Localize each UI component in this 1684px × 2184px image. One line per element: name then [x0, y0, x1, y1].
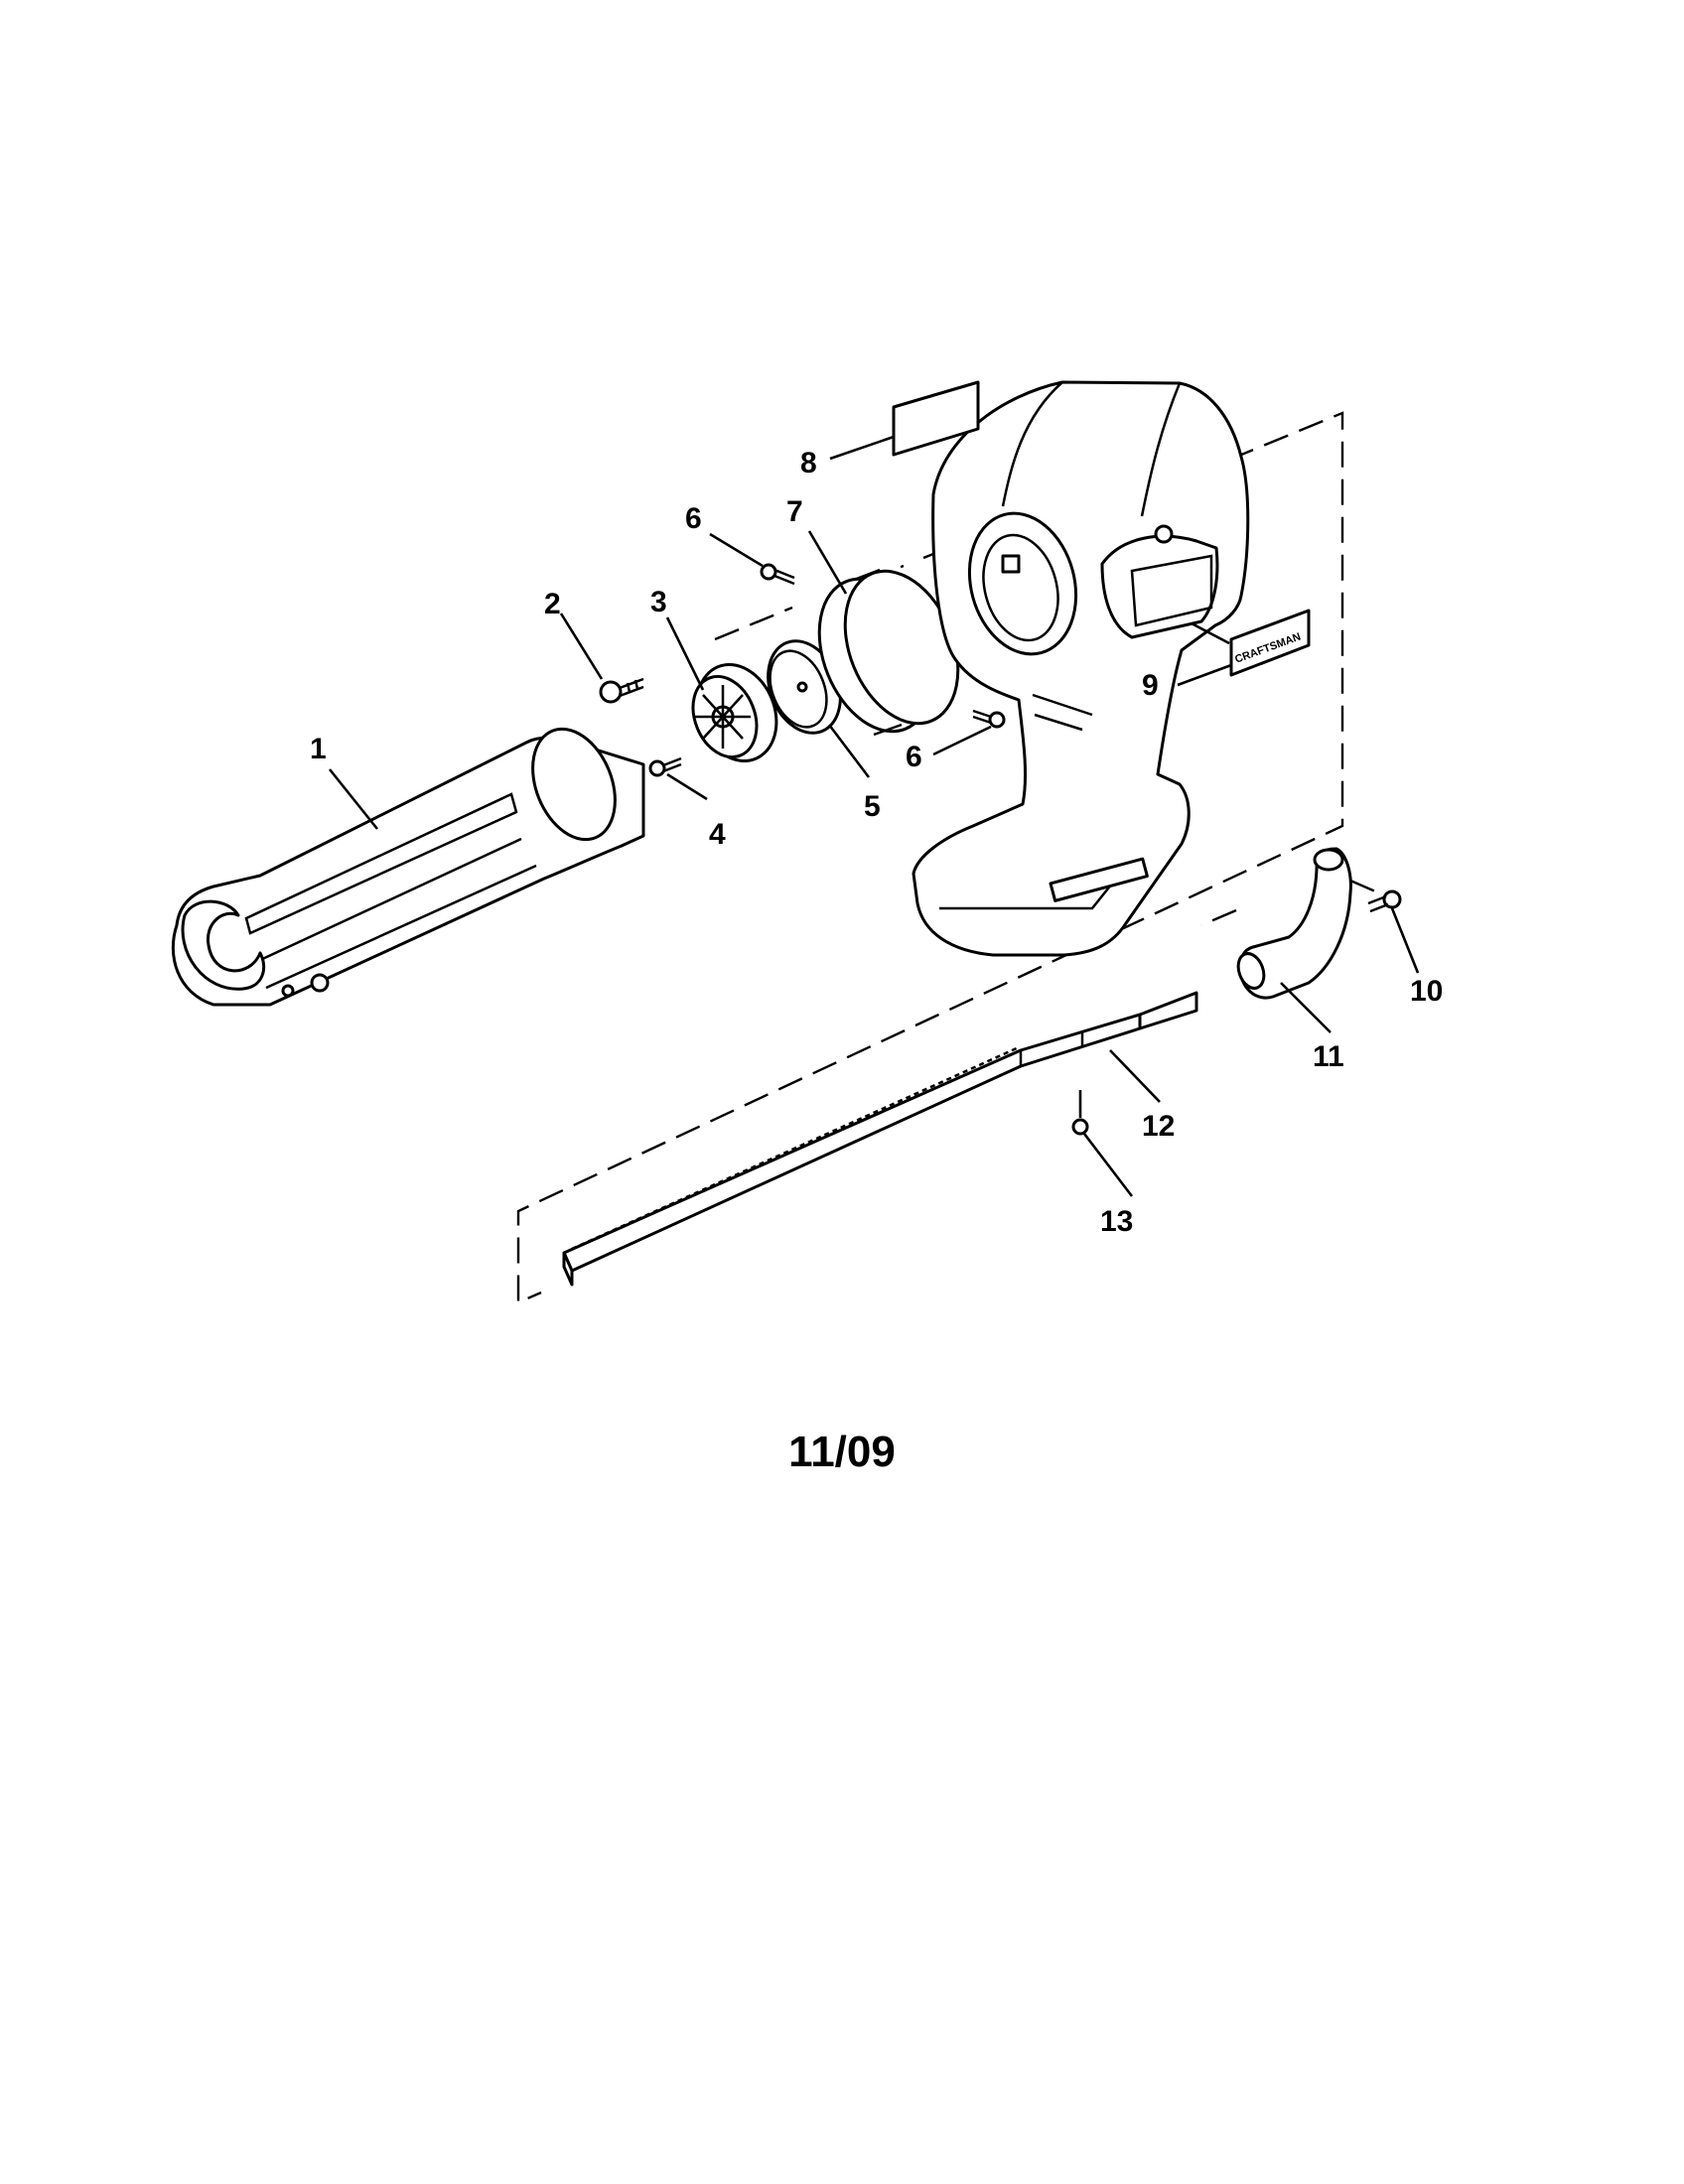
part-6-screw-upper	[760, 563, 795, 586]
callout-7: 7	[786, 495, 803, 528]
callout-4: 4	[709, 818, 726, 851]
part-12-plunger-rod	[562, 991, 1198, 1287]
leader-lines	[328, 435, 1420, 1197]
part-2-screw	[599, 677, 644, 704]
part-8-label	[892, 380, 980, 457]
callout-2: 2	[544, 588, 561, 620]
callout-13: 13	[1100, 1205, 1133, 1238]
part-3-piston-plate	[691, 663, 778, 762]
part-9-brand-label: CRAFTSMAN	[1229, 609, 1311, 677]
callout-10: 10	[1410, 975, 1443, 1008]
callout-6-lower: 6	[906, 741, 922, 773]
callout-9: 9	[1142, 669, 1159, 702]
callout-3: 3	[650, 586, 667, 618]
callout-1: 1	[310, 733, 327, 765]
callout-12: 12	[1142, 1110, 1175, 1143]
motor-housing	[912, 380, 1250, 957]
callout-6-upper: 6	[685, 502, 702, 535]
part-7-retaining-ring	[817, 568, 960, 737]
callout-5: 5	[864, 790, 881, 823]
part-4-screw	[648, 756, 682, 777]
part-11-handle-knob	[1236, 847, 1352, 1000]
callout-11: 11	[1313, 1040, 1344, 1073]
callout-8: 8	[800, 447, 817, 479]
part-10-screw	[1367, 889, 1402, 913]
part-5-seal-disc	[767, 639, 842, 735]
date-code: 11/09	[788, 1428, 896, 1476]
part-6-screw-lower	[972, 709, 1006, 729]
part-13-screw	[1071, 1118, 1089, 1136]
callout-numbers: 1 2 3 4 5 6 6 7 8 9 10 11 12 13	[310, 447, 1443, 1238]
part-1-cartridge-barrel	[171, 727, 645, 1007]
